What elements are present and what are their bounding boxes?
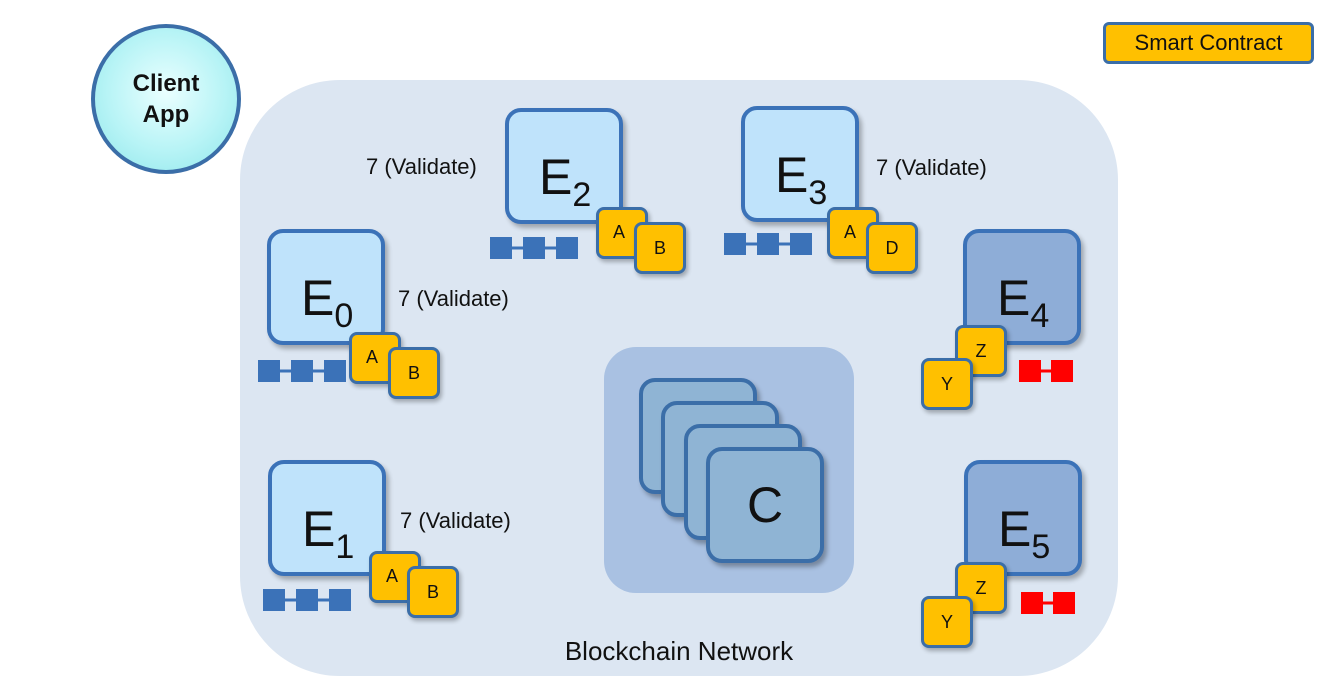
peer-e3: E3 [741,106,859,222]
peer-e3-ledger [724,233,812,255]
peer-e3-validate: 7 (Validate) [876,155,987,180]
peer-e0-validate: 7 (Validate) [398,286,509,311]
peer-e1-validate: 7 (Validate) [400,508,511,533]
peer-e4-contract-y: Y [921,358,973,410]
peer-e3-label: E3 [775,147,828,212]
peer-e1: E1 [268,460,386,576]
network-label: Blockchain Network [564,636,794,666]
peer-e5-label: E5 [998,501,1051,566]
orderer-card: C [706,447,824,563]
peer-e2: E2 [505,108,623,224]
peer-e2-ledger [490,237,578,259]
peer-e5-contract-y: Y [921,596,973,648]
peer-e2-label: E2 [539,149,592,214]
orderer-label: C [746,477,784,533]
peer-e4: E4 [963,229,1081,345]
peer-e3-contract-d: D [866,222,918,274]
peer-e4-label: E4 [997,270,1050,335]
client-app-label-line2: App [142,101,190,128]
peer-e0-ledger [258,360,346,382]
peer-e0: E0 [267,229,385,345]
peer-e5-contract-z: Z [955,562,1007,614]
peer-e5: E5 [964,460,1082,576]
peer-e1-ledger [263,589,351,611]
client-app-label-line1: Client [132,70,200,97]
peer-e0-contract-b: B [388,347,440,399]
peer-e4-ledger [1019,360,1073,382]
peer-e2-validate: 7 (Validate) [366,154,477,179]
peer-e0-label: E0 [301,270,354,335]
peer-e1-contract-b: B [407,566,459,618]
client-app: Client App [91,24,241,174]
peer-e2-contract-b: B [634,222,686,274]
peer-e5-ledger [1021,592,1075,614]
smart-contract-legend: Smart Contract [1103,22,1314,64]
peer-e1-label: E1 [302,501,355,566]
